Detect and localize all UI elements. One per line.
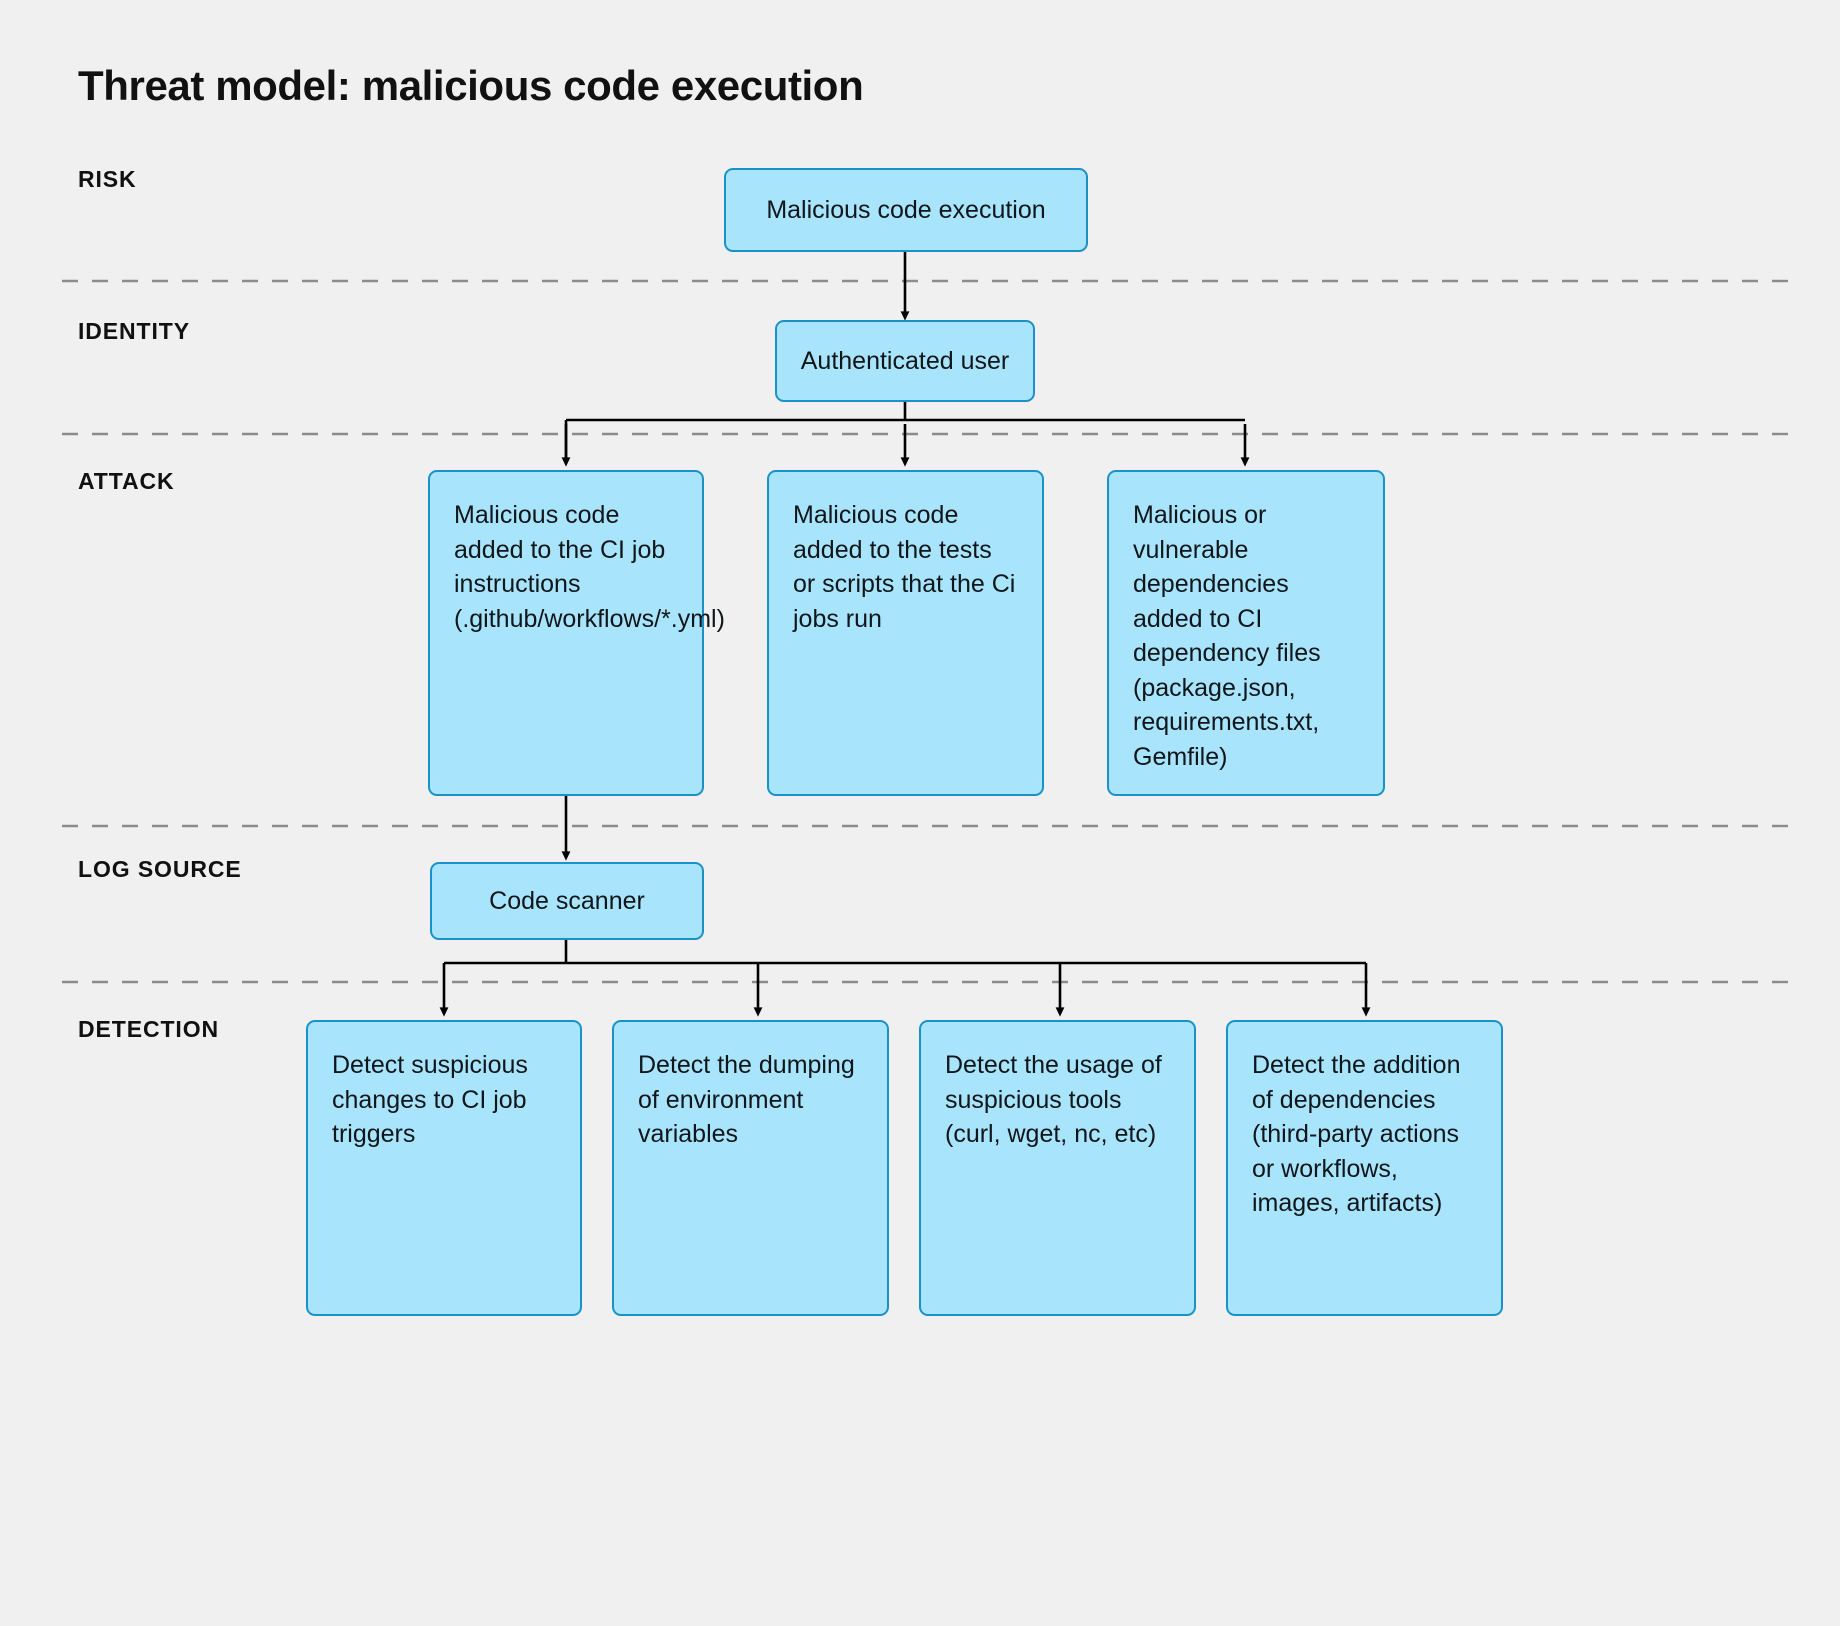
node-label: Malicious code added to the tests or scr… [793,501,1016,633]
node-label: Detect the addition of dependencies (thi… [1252,1051,1461,1217]
lane-label-detection: DETECTION [78,1016,219,1042]
node-label: Malicious or vulnerable dependencies add… [1133,501,1321,771]
lane-label-log-source: LOG SOURCE [78,856,242,882]
page-title: Threat model: malicious code execution [78,62,864,109]
node-detection-env-variable-dumping[interactable]: Detect the dumping of environment variab… [612,1020,889,1316]
node-label: Detect the usage of suspicious tools (cu… [945,1051,1162,1148]
node-detection-ci-job-triggers[interactable]: Detect suspicious changes to CI job trig… [306,1020,582,1316]
node-attack-tests-or-scripts[interactable]: Malicious code added to the tests or scr… [767,470,1044,796]
lane-label-identity: IDENTITY [78,318,190,344]
node-detection-dependency-additions[interactable]: Detect the addition of dependencies (thi… [1226,1020,1503,1316]
node-detection-suspicious-tools[interactable]: Detect the usage of suspicious tools (cu… [919,1020,1196,1316]
lane-label-risk: RISK [78,166,137,192]
node-label: Detect the dumping of environment variab… [638,1051,855,1148]
node-attack-vulnerable-dependencies[interactable]: Malicious or vulnerable dependencies add… [1107,470,1385,796]
node-label: Detect suspicious changes to CI job trig… [332,1051,528,1148]
node-label: Authenticated user [800,346,1010,375]
node-label: Code scanner [489,886,645,915]
node-risk-malicious-code-execution[interactable]: Malicious code execution [724,168,1088,252]
node-log-source-code-scanner[interactable]: Code scanner [430,862,704,940]
node-label: Malicious code added to the CI job instr… [454,501,725,633]
node-attack-ci-job-instructions[interactable]: Malicious code added to the CI job instr… [428,470,725,796]
lane-label-attack: ATTACK [78,468,175,494]
node-label: Malicious code execution [766,195,1046,224]
node-identity-authenticated-user[interactable]: Authenticated user [775,320,1035,402]
